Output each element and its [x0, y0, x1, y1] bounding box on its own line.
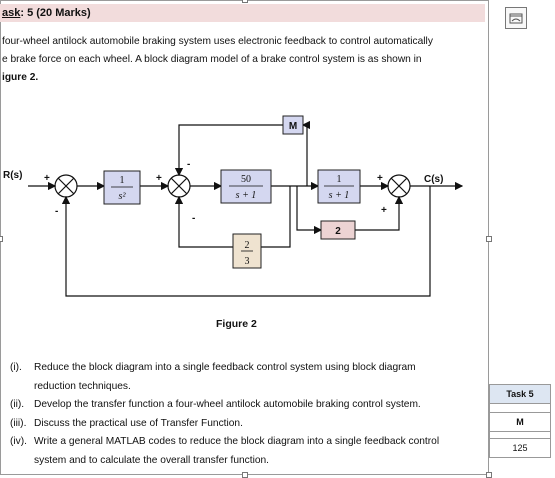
statement-line-1: four-wheel antilock automobile braking s…: [2, 36, 433, 47]
block-diagram: 1 s² 50 s + 1 1 s + 1 M 2 2 3 R(s) C(s) …: [3, 115, 464, 297]
task-values-table: Task 5 M 125: [489, 384, 551, 458]
block-1-denominator: s²: [119, 191, 127, 202]
block-50-numerator: 50: [241, 174, 251, 185]
resize-handle-right[interactable]: [486, 236, 492, 242]
resize-handle-bottom[interactable]: [242, 472, 248, 478]
question-line: system and to calculate the overall tran…: [34, 454, 269, 466]
block-m-label: M: [289, 121, 297, 132]
block-50-denominator: s + 1: [236, 190, 257, 201]
problem-statement: four-wheel antilock automobile braking s…: [2, 33, 480, 87]
table-spacer-cell: [489, 403, 551, 413]
statement-line-2: e brake force on each wheel. A block dia…: [2, 54, 422, 65]
layout-options-button[interactable]: [505, 7, 527, 29]
sign-s2-plus: +: [156, 173, 162, 184]
input-label: R(s): [3, 170, 22, 181]
block-2-label: 2: [335, 226, 341, 237]
layout-options-icon: [509, 13, 523, 24]
statement-line-3: igure 2.: [2, 72, 39, 83]
sign-s3-plus-left: +: [377, 173, 383, 184]
question-line: (i).Reduce the block diagram into a sing…: [10, 362, 416, 373]
resize-handle-top[interactable]: [242, 0, 248, 3]
sign-s3-plus-bottom: +: [381, 205, 387, 216]
figure-caption: Figure 2: [216, 318, 257, 330]
question-line: reduction techniques.: [34, 380, 131, 392]
block-1-numerator: 1: [120, 175, 125, 186]
question-line: (ii).Develop the transfer function a fou…: [10, 399, 421, 410]
sign-s2-minus-top: -: [187, 159, 190, 170]
sign-s1-minus: -: [55, 206, 58, 217]
table-spacer-cell: [489, 431, 551, 439]
resize-handle-left[interactable]: [0, 236, 3, 242]
question-line: (iv).Write a general MATLAB codes to red…: [10, 436, 440, 447]
table-cell-value: 125: [489, 438, 551, 458]
sign-s1-plus: +: [44, 173, 50, 184]
resize-handle-bottom-right[interactable]: [486, 472, 492, 478]
block-23-numerator: 2: [245, 240, 250, 251]
table-cell-m: M: [489, 412, 551, 432]
sign-s2-minus-bottom: -: [192, 213, 195, 224]
block-3-denominator: s + 1: [329, 190, 350, 201]
question-list: (i).Reduce the block diagram into a sing…: [10, 359, 482, 470]
block-23-denominator: 3: [245, 256, 250, 267]
table-header-cell: Task 5: [489, 384, 551, 404]
question-line: (iii).Discuss the practical use of Trans…: [10, 417, 243, 429]
output-label: C(s): [424, 174, 443, 185]
block-3-numerator: 1: [337, 174, 342, 185]
task-title: ask: 5 (20 Marks): [0, 4, 485, 22]
